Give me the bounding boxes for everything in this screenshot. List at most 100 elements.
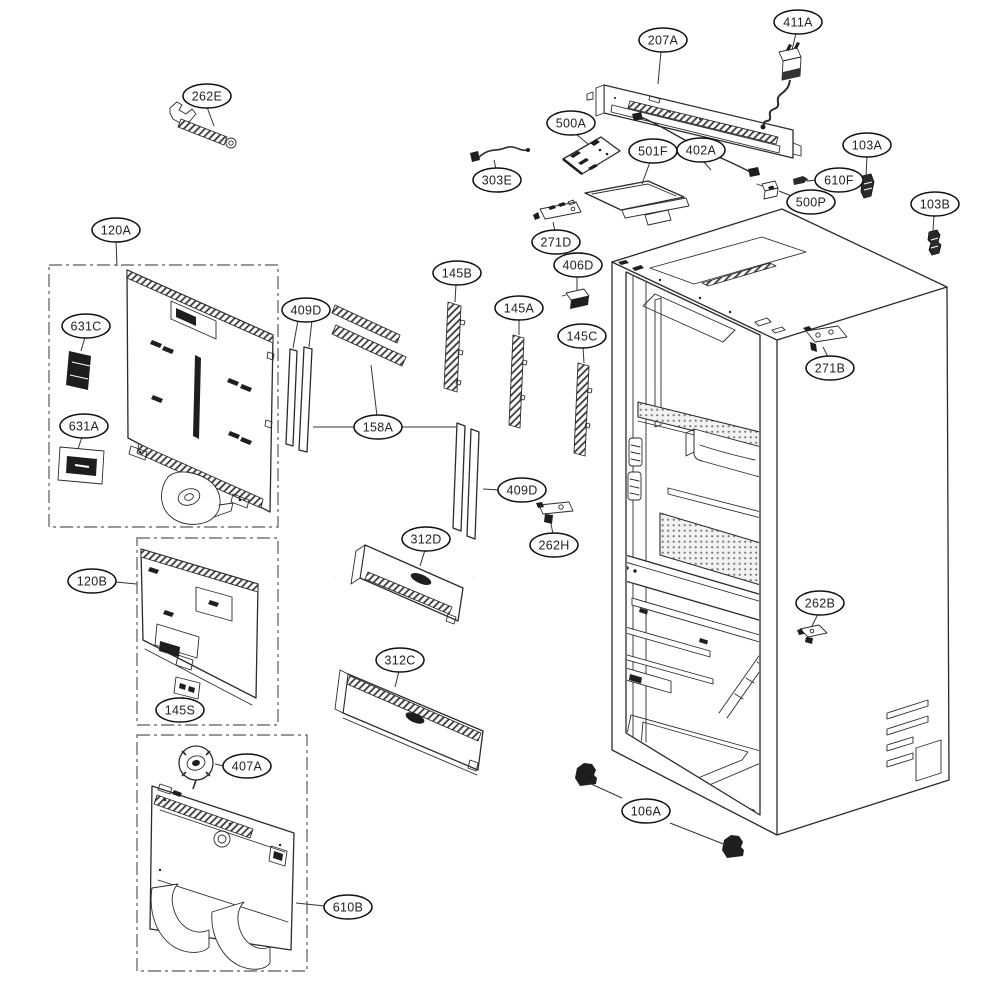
callout-label: 103A (852, 138, 883, 152)
freezer-bracket (627, 667, 672, 694)
callout-406d: 406D (553, 252, 603, 291)
leader-line (641, 161, 651, 185)
freezer-rail (627, 625, 711, 658)
part-631a-cover (57, 446, 105, 485)
callout-bubble (795, 590, 845, 616)
callout-label: 145S (165, 703, 195, 717)
part-610b-duct-panel (149, 783, 295, 970)
callout-631c: 631C (61, 313, 111, 352)
callout-bubble (814, 167, 864, 193)
callout-312d: 312D (401, 526, 451, 567)
callout-label: 120A (101, 223, 132, 237)
callout-bubble (59, 413, 109, 439)
callout-label: 409D (506, 483, 537, 497)
callout-label: 106A (631, 804, 662, 818)
part-103a-damper (860, 173, 875, 199)
watermark: · · · · · · (330, 561, 484, 591)
callout-262h: 262H (529, 523, 579, 558)
callout-501f: 501F (628, 138, 678, 185)
callout-label: 145A (504, 301, 535, 315)
callout-bubble (323, 894, 373, 920)
leader-line (206, 106, 215, 127)
part-631c-cover (66, 351, 91, 390)
leader-line (791, 32, 797, 51)
part-312d-tray (350, 544, 464, 625)
leader-line (482, 488, 500, 491)
callout-411a: 411A (773, 9, 823, 51)
callout-bubble (786, 189, 836, 215)
leader-line (669, 822, 727, 846)
leader-line (582, 346, 585, 364)
callout-bubble (621, 798, 671, 824)
leader-line (811, 613, 819, 627)
callout-145b: 145B (432, 260, 482, 303)
callout-409d: 409D (281, 297, 331, 349)
part-158a-rails (331, 304, 407, 367)
part-407a-fan-motor (178, 745, 214, 790)
callout-label: 207A (648, 33, 679, 47)
part-312c-tray (334, 669, 484, 776)
callout-bubble (401, 526, 451, 552)
callout-bubble (910, 191, 960, 217)
leader-line (77, 436, 83, 450)
callout-158a: 158A (313, 364, 456, 440)
callout-262b: 262B (795, 590, 845, 627)
callout-label: 501F (638, 144, 668, 158)
callout-label: 409D (290, 303, 321, 317)
callout-103b: 103B (910, 191, 960, 232)
leader-line (114, 581, 138, 585)
callout-120b: 120B (67, 568, 138, 594)
callout-bubble (472, 167, 522, 193)
front-opening-frame (625, 271, 761, 816)
part-262h-hinge-lever (536, 501, 574, 524)
side-access-panel (915, 739, 942, 782)
callout-bubble (676, 137, 726, 163)
leader-line (370, 364, 378, 417)
callout-303e: 303E (472, 159, 522, 193)
callout-bubble (67, 568, 117, 594)
callout-145a: 145A (494, 295, 544, 335)
callout-bubble (91, 217, 141, 243)
callout-label: 312D (410, 532, 441, 546)
callout-106a: 106A (588, 782, 727, 846)
leader-line (454, 283, 457, 303)
diagonal-brace (718, 642, 759, 719)
part-262e-wrench (169, 101, 237, 149)
part-106a-leveling-foot (575, 763, 597, 786)
callout-500a: 500A (546, 110, 596, 145)
ceiling-lamp-housing (642, 293, 736, 343)
callout-label: 500P (796, 195, 826, 209)
part-411a-power-cord (760, 42, 802, 130)
callout-bubble (553, 252, 603, 278)
part-120a-grille-assembly (126, 269, 275, 525)
leader-line (932, 214, 935, 232)
callout-402a: 402A (676, 137, 726, 171)
callout-label: 145B (442, 266, 472, 280)
callout-120a: 120A (91, 217, 141, 267)
drawer-slide (627, 652, 714, 685)
part-409d-strips-right (452, 422, 480, 540)
water-tank (693, 428, 759, 477)
part-303e-sensor-wire (470, 146, 530, 162)
callout-bubble (281, 297, 331, 323)
callout-271d: 271D (531, 221, 581, 255)
part-145a-rail (508, 334, 528, 429)
upper-shelf (637, 401, 759, 450)
part-145b-rail (443, 301, 466, 393)
callout-label: 610F (824, 173, 854, 187)
callout-409d: 409D (482, 477, 547, 503)
freezer-rail (631, 597, 759, 646)
mid-divider (627, 551, 759, 626)
part-409d-strips-left (285, 346, 313, 453)
callout-bubble (497, 477, 547, 503)
callout-label: 262E (192, 89, 222, 103)
callout-label: 407A (232, 759, 263, 773)
callout-label: 500A (556, 116, 587, 130)
side-panel-vents (886, 699, 942, 782)
leader-line (394, 670, 400, 688)
callout-bubble (375, 647, 425, 673)
part-145c-rail (573, 362, 593, 457)
callout-bubble (638, 27, 688, 53)
callout-262e: 262E (182, 83, 232, 127)
callout-145s: 145S (155, 696, 205, 723)
